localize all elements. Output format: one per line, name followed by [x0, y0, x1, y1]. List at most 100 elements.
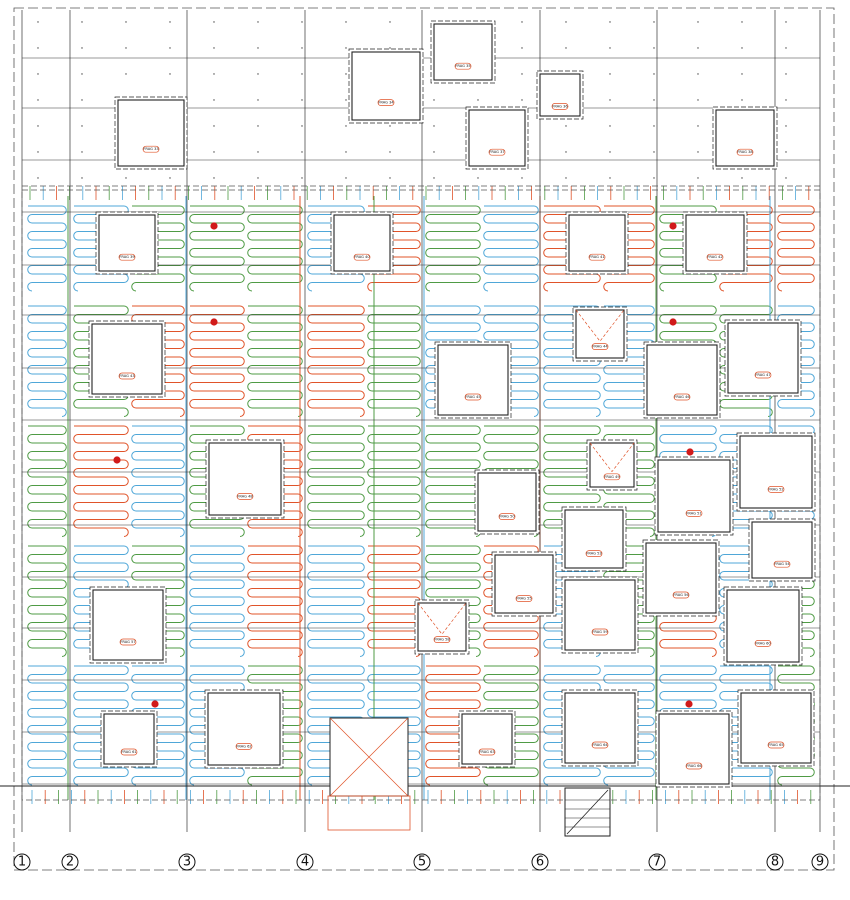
heating-loop-21 — [247, 305, 303, 417]
grid-dot — [741, 177, 743, 179]
room-tag-10: FRAG 43 — [119, 374, 134, 378]
axis-label-1: 2 — [66, 855, 74, 870]
grid-dot — [565, 125, 567, 127]
grid-dot — [301, 151, 303, 153]
room-tag-9: FRAG 42 — [707, 255, 722, 259]
red-dot-icon — [151, 700, 159, 708]
grid-dot — [37, 99, 39, 101]
grid-dot — [169, 73, 171, 75]
room-tag-7: FRAG 40 — [354, 255, 370, 259]
room-tag-box-33 — [685, 762, 703, 770]
grid-dot — [81, 47, 83, 49]
room-tag-box-22 — [515, 595, 533, 602]
grid-dot — [257, 151, 259, 153]
grid-dot — [213, 177, 215, 179]
grid-dot — [345, 151, 347, 153]
grid-dot — [301, 47, 303, 49]
grid-dot — [697, 177, 699, 179]
heated-zone-boundary — [21, 189, 821, 801]
grid-dot — [653, 99, 655, 101]
room-inner-13 — [646, 344, 718, 416]
grid-dot — [609, 47, 611, 49]
grid-dot — [521, 47, 523, 49]
room-tag-28: FRAG 61 — [121, 750, 136, 754]
red-dot-icon — [685, 700, 693, 708]
grid-dot — [433, 177, 435, 179]
grid-dot — [125, 177, 127, 179]
room-inner-11 — [575, 309, 625, 359]
heating-loop-37 — [425, 425, 481, 537]
room-inner-1 — [351, 51, 421, 121]
room-tag-4: FRAG 37 — [489, 150, 504, 154]
heating-loop-26 — [307, 305, 365, 417]
room-tag-box-0 — [142, 145, 160, 153]
grid-dot — [609, 73, 611, 75]
room-inner-26 — [564, 579, 636, 651]
grid-dot — [37, 73, 39, 75]
room-tag-19: FRAG 52 — [768, 487, 783, 491]
room-tag-1: FRAG 34 — [378, 101, 394, 105]
grid-dot — [697, 73, 699, 75]
grid-dot — [345, 99, 347, 101]
grid-dot — [477, 99, 479, 101]
grid-dot — [169, 177, 171, 179]
grid-dot — [785, 21, 787, 23]
heating-loop-31 — [367, 305, 421, 417]
room-tag-box-20 — [585, 550, 603, 557]
cross-void-icon — [417, 602, 467, 635]
room-tag-30: FRAG 63 — [479, 750, 494, 754]
cross-void-icon — [589, 442, 635, 473]
grid-dot — [301, 21, 303, 23]
grid-dot — [433, 99, 435, 101]
grid-dot — [609, 125, 611, 127]
grid-dot — [609, 99, 611, 101]
heating-loop-65 — [777, 205, 815, 292]
grid-dot — [125, 73, 127, 75]
axis-label-2: 3 — [183, 855, 191, 870]
room-tag-box-2 — [454, 62, 472, 70]
room-tag-12: FRAG 45 — [465, 395, 480, 399]
room-tag-box-31 — [591, 741, 609, 749]
red-dot-icon — [210, 222, 218, 230]
grid-dot — [345, 177, 347, 179]
heating-loop-41 — [483, 305, 539, 417]
grid-dot — [257, 99, 259, 101]
room-inner-5 — [715, 109, 775, 167]
grid-dot — [345, 125, 347, 127]
grid-dot — [125, 21, 127, 23]
heating-loop-1 — [27, 305, 67, 417]
heating-loop-18 — [189, 545, 245, 657]
grid-dot — [785, 125, 787, 127]
grid-dot — [345, 47, 347, 49]
room-tag-21: FRAG 54 — [774, 562, 790, 566]
heating-loop-52 — [603, 425, 655, 537]
red-dot-icon — [113, 456, 121, 464]
grid-dot — [81, 177, 83, 179]
grid-dot — [785, 151, 787, 153]
grid-dot — [565, 151, 567, 153]
room-inner-19 — [739, 435, 813, 509]
red-dot-icon — [669, 318, 677, 326]
room-inner-25 — [417, 602, 467, 652]
room-inner-33 — [658, 713, 730, 785]
grid-dot — [433, 151, 435, 153]
room-tag-box-7 — [353, 253, 371, 261]
grid-dot — [653, 177, 655, 179]
room-tag-box-4 — [488, 148, 506, 156]
room-inner-24 — [92, 589, 164, 661]
heating-loop-7 — [73, 425, 129, 537]
axis-label-0: 1 — [18, 855, 26, 870]
room-tag-box-9 — [706, 253, 724, 261]
room-tag-2: FRAG 35 — [455, 64, 470, 68]
grid-dot — [345, 21, 347, 23]
grid-dot — [565, 47, 567, 49]
room-tag-box-11 — [591, 343, 609, 350]
axis-label-3: 4 — [301, 855, 309, 870]
grid-dot — [37, 47, 39, 49]
room-tag-3: FRAG 36 — [552, 104, 568, 108]
room-tag-25: FRAG 58 — [434, 638, 450, 642]
axis-bubble-4 — [413, 853, 431, 871]
grid-dot — [653, 47, 655, 49]
grid-dot — [213, 21, 215, 23]
